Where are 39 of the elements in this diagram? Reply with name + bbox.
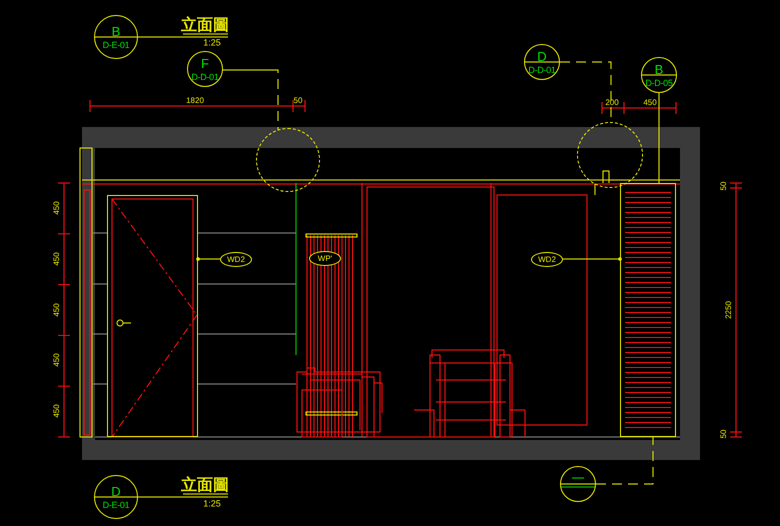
detail-letter: D [111,484,121,498]
dimension-label: 1820 [186,97,204,105]
dimension-label: 50 [294,97,302,105]
dimension-label: 450 [643,99,657,107]
section-callout-circle [560,466,596,502]
leader-line [562,257,622,261]
detail-letter: B [654,62,664,76]
sheet-number: D-D-05 [645,78,673,88]
view-title: 立面圖 [181,478,229,494]
sheet-number: D-D-01 [191,72,219,82]
detail-callout-circle [94,475,138,519]
detail-callout-circle [524,44,560,80]
sheet-number: D-E-01 [102,40,130,50]
sheet-number: D-D-01 [528,66,556,74]
door-drawing [107,195,198,437]
dimension-label: 450 [53,404,61,418]
detail-letter: D [537,50,547,62]
detail-circle [256,128,320,192]
leader-line [196,257,220,261]
view-title: 立面圖 [181,18,229,34]
detail-letter: B [112,24,120,38]
detail-callout-circle [187,51,223,87]
scale-label: 1:25 [203,500,221,508]
dimension-label: 450 [53,201,61,215]
detail-callout-circle [641,57,677,93]
dashed-leader-line [222,70,278,130]
dimension-label: 450 [53,303,61,317]
dimension-label: 50 [720,182,728,190]
dimension-label: 450 [53,353,61,367]
dimension-label: 200 [605,99,619,107]
detail-callout-circle [94,15,138,59]
leader-line [658,92,660,184]
dimension-label: 50 [720,430,728,438]
sheet-number: D-E-01 [102,500,130,510]
scale-label: 1:25 [203,38,221,48]
dashed-leader-line [596,436,654,484]
dimension-label: 2250 [725,301,733,319]
dimension-label: 450 [53,252,61,266]
detail-letter: F [201,56,209,70]
